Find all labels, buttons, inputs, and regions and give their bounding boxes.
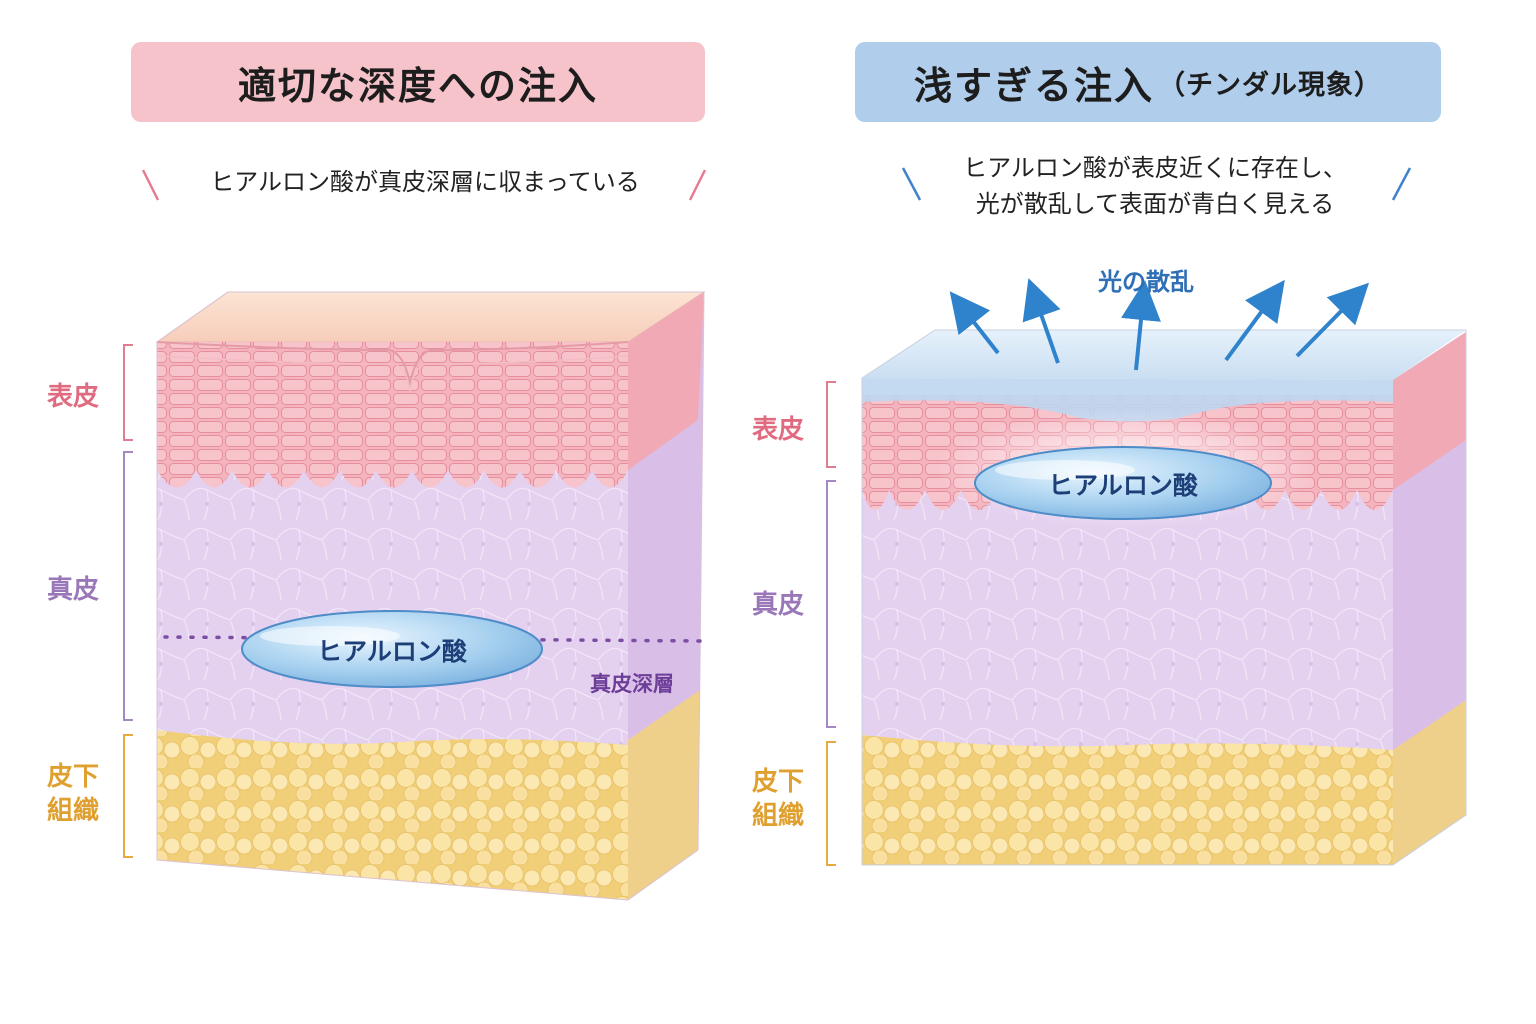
right-desc-slash-left — [901, 167, 922, 201]
left-epidermis-label: 表皮 — [46, 382, 99, 412]
left-subcutis-label: 皮下 組織 — [38, 760, 108, 828]
left-desc-slash-right — [688, 169, 707, 201]
right-hyaluronic-label: ヒアルロン酸 — [1048, 471, 1198, 500]
right-subcutis-label: 皮下 組織 — [743, 765, 813, 833]
scatter-arrow — [949, 291, 1000, 355]
left-title-text: 適切な深度への注入 — [237, 63, 598, 108]
right-dermis-label: 真皮 — [751, 590, 804, 620]
scatter-arrow — [1121, 280, 1161, 371]
right-desc-slash-right — [1391, 167, 1412, 201]
left-subcutis-bracket — [123, 734, 133, 858]
left-dermis-bracket — [123, 451, 133, 721]
scatter-arrow — [1022, 278, 1061, 364]
deep-dermis-label: 真皮深層 — [590, 672, 674, 696]
right-skin-block — [861, 329, 1467, 866]
left-description: ヒアルロン酸が真皮深層に収まっている — [210, 168, 640, 196]
right-subcutis-label-line2: 組織 — [751, 801, 804, 831]
scatter-arrow — [1224, 279, 1285, 362]
right-panel-title: 浅すぎる注入（チンダル現象） — [855, 42, 1441, 122]
right-title-text: 浅すぎる注入 — [913, 63, 1154, 108]
light-scatter-arrows — [949, 278, 1370, 371]
light-scatter-label: 光の散乱 — [1098, 268, 1194, 296]
right-epidermis-label: 表皮 — [751, 415, 804, 445]
left-subcutis-label-line1: 皮下 — [46, 762, 99, 792]
left-hyaluronic-label: ヒアルロン酸 — [317, 637, 467, 666]
right-title-subtext: （チンダル現象） — [1158, 69, 1382, 101]
right-subcutis-label-line1: 皮下 — [751, 767, 804, 797]
left-subcutis-label-line2: 組織 — [46, 796, 99, 826]
left-panel-title: 適切な深度への注入 — [131, 42, 705, 122]
right-epidermis-bracket — [826, 381, 836, 468]
left-dermis-label: 真皮 — [46, 575, 99, 605]
right-description: ヒアルロン酸が表皮近くに存在し、 光が散乱して表面が青白く見える — [920, 150, 1390, 222]
left-skin-block — [155, 291, 706, 901]
scatter-arrow — [1295, 282, 1370, 358]
left-epidermis-bracket — [123, 344, 133, 441]
right-dermis-bracket — [826, 480, 836, 728]
right-subcutis-bracket — [826, 741, 836, 866]
left-desc-slash-left — [141, 169, 160, 201]
right-description-line1: ヒアルロン酸が表皮近くに存在し、 — [963, 154, 1347, 182]
right-description-line2: 光が散乱して表面が青白く見える — [975, 190, 1335, 218]
